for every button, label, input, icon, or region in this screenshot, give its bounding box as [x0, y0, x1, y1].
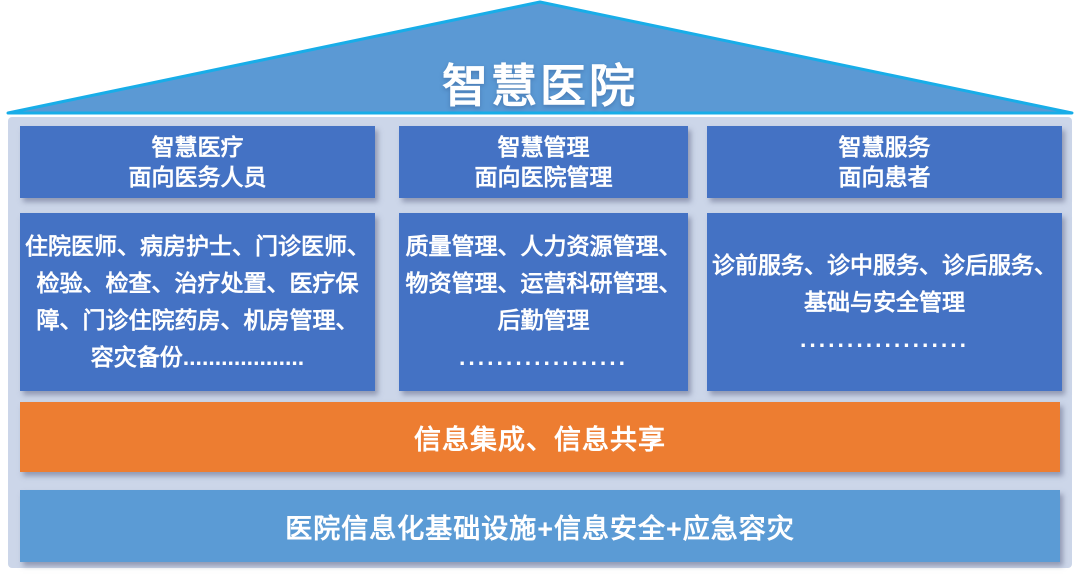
roof-triangle — [6, 0, 1074, 115]
header-smart-management: 智慧管理 面向医院管理 — [399, 126, 688, 198]
content-dots-line: .................. — [799, 325, 970, 352]
content-line: 检验、检查、治疗处置、医疗保 — [36, 270, 359, 296]
header-smart-medical: 智慧医疗 面向医务人员 — [20, 126, 375, 198]
foundation-bar: 医院信息化基础设施+信息安全+应急容灾 — [20, 490, 1060, 562]
roof-shape — [6, 0, 1074, 115]
content-line: 基础与安全管理 — [804, 288, 965, 315]
content-line: 后勤管理 — [497, 307, 590, 333]
content-line: 住院医师、病房护士、门诊医师、 — [25, 233, 370, 259]
diagram-title: 智慧医院 — [442, 60, 638, 112]
header-smart-medical-line1: 智慧医疗 — [151, 134, 244, 160]
content-dots-line: .................. — [458, 344, 629, 370]
content-line: 诊前服务、诊中服务、诊后服务、 — [712, 251, 1057, 278]
header-smart-service-line1: 智慧服务 — [838, 134, 931, 160]
content-smart-service: 诊前服务、诊中服务、诊后服务、 基础与安全管理 ................… — [707, 213, 1062, 391]
content-smart-management: 质量管理、人力资源管理、 物资管理、运营科研管理、 后勤管理 .........… — [399, 213, 688, 391]
content-line: 容灾备份................... — [90, 344, 305, 370]
header-smart-service: 智慧服务 面向患者 — [707, 126, 1062, 198]
content-line: 物资管理、运营科研管理、 — [405, 270, 682, 296]
content-smart-medical: 住院医师、病房护士、门诊医师、 检验、检查、治疗处置、医疗保 障、门诊住院药房、… — [20, 213, 375, 391]
header-smart-service-line2: 面向患者 — [838, 164, 931, 190]
integration-bar: 信息集成、信息共享 — [20, 402, 1060, 472]
content-line: 质量管理、人力资源管理、 — [405, 233, 682, 259]
header-smart-management-line1: 智慧管理 — [497, 134, 590, 160]
header-smart-management-line2: 面向医院管理 — [474, 164, 613, 190]
content-line: 障、门诊住院药房、机房管理、 — [36, 307, 359, 333]
header-smart-medical-line2: 面向医务人员 — [128, 164, 267, 190]
